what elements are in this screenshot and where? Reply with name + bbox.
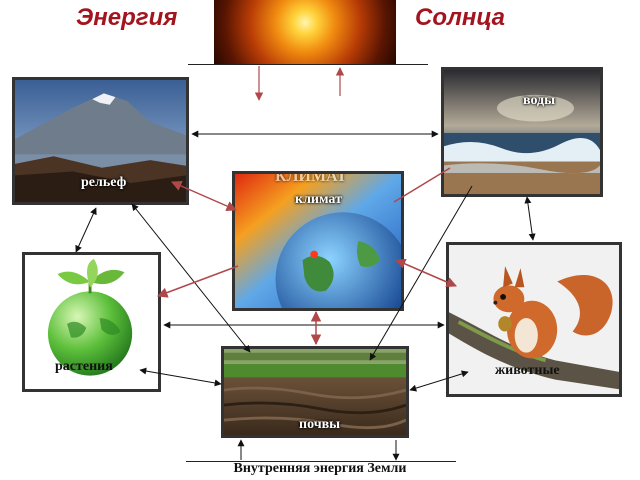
plants-label: растения bbox=[55, 359, 113, 374]
earth-energy-label: Внутренняя энергия Земли bbox=[233, 461, 407, 476]
mountain-image bbox=[15, 80, 186, 202]
climate-label: климат bbox=[295, 192, 342, 207]
node-animals[interactable]: животные bbox=[446, 242, 622, 397]
node-relief[interactable]: рельеф bbox=[12, 77, 189, 205]
water-label: воды bbox=[523, 93, 556, 108]
node-water[interactable]: воды bbox=[441, 67, 603, 197]
squirrel-image bbox=[449, 245, 619, 394]
title-left: Энергия bbox=[76, 4, 178, 31]
climate-faded-label: КЛИМАТ bbox=[275, 171, 347, 185]
node-climate[interactable]: КЛИМАТ климат bbox=[232, 171, 404, 311]
sun-underline bbox=[188, 64, 428, 65]
link-climate-plants bbox=[157, 265, 239, 298]
link-relief-plants bbox=[75, 207, 97, 253]
earth-underline bbox=[186, 461, 456, 462]
animals-label: животные bbox=[495, 363, 560, 378]
link-water-animals bbox=[524, 196, 536, 241]
sea-image bbox=[444, 70, 600, 194]
title-right: Солнца bbox=[415, 4, 505, 31]
relief-label: рельеф bbox=[81, 175, 127, 190]
soil-label: почвы bbox=[299, 417, 341, 432]
node-soil[interactable]: почвы bbox=[221, 346, 409, 438]
plowed-field-image bbox=[224, 349, 406, 435]
node-plants[interactable]: растения bbox=[22, 252, 161, 392]
sun-image bbox=[214, 0, 396, 64]
